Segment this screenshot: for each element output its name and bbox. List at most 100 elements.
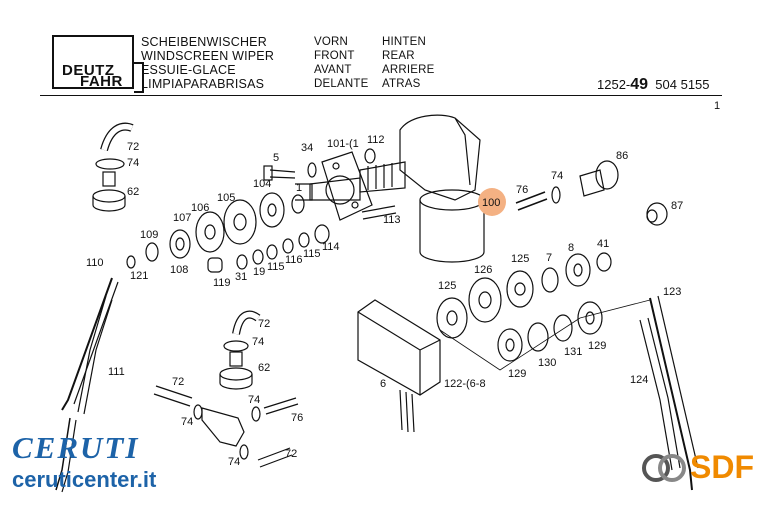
label-62-mid: 62 — [258, 362, 271, 374]
label-115-b: 115 — [303, 248, 321, 260]
washer-109 — [145, 242, 159, 262]
bolt-113 — [361, 205, 397, 220]
position-column-rear: HINTEN REAR ARRIERE ATRAS — [382, 35, 435, 91]
code-suffix: 504 5155 — [655, 77, 710, 92]
label-74-mid: 74 — [252, 336, 265, 348]
washer-125a — [506, 270, 534, 308]
jet-62-mid-stem — [229, 351, 243, 367]
bush-114 — [314, 224, 330, 244]
title-spanish: LIMPIAPARABRISAS — [141, 77, 265, 91]
wiper-arm-111 — [61, 277, 113, 411]
washer-31 — [236, 254, 248, 270]
clamp-74-mid — [223, 340, 249, 352]
label-101: 101-(1 — [327, 138, 359, 150]
hose-72-bottom-right — [257, 447, 293, 468]
jet-62-mid-base — [219, 367, 253, 381]
washer-116 — [282, 238, 294, 254]
label-19: 19 — [253, 266, 266, 278]
code-prefix: 1252- — [597, 77, 631, 92]
label-104: 104 — [253, 178, 272, 190]
position-column-front: VORN FRONT AVANT DELANTE — [314, 35, 368, 91]
clip-74-right — [551, 186, 561, 204]
wheel-105 — [223, 199, 257, 245]
sdf-logo: SDF — [690, 449, 754, 485]
label-74-right: 74 — [551, 170, 564, 182]
mount-plate-101 — [321, 151, 373, 221]
washer-115b — [298, 232, 310, 248]
clamp-74-bottom — [239, 444, 249, 460]
label-119: 119 — [213, 277, 231, 289]
jet-62-top-base — [92, 189, 126, 203]
label-72-bottom-left: 72 — [172, 376, 185, 388]
label-72-bottom-right: 72 — [285, 448, 298, 460]
col1-es: DELANTE — [314, 78, 369, 90]
highlight-100 — [478, 188, 506, 216]
label-105: 105 — [217, 192, 236, 204]
label-7: 7 — [546, 252, 553, 264]
title-block: SCHEIBENWISCHER WINDSCREEN WIPER ESSUIE-… — [141, 35, 274, 91]
col1-fr: AVANT — [314, 64, 352, 76]
label-126: 126 — [474, 264, 493, 276]
label-87: 87 — [671, 200, 684, 212]
label-125-a: 125 — [511, 253, 530, 265]
ceruti-logo: CERUTI — [12, 430, 140, 465]
label-76: 76 — [516, 184, 529, 196]
washer-34 — [307, 162, 317, 178]
washer-115a — [266, 244, 278, 260]
knob-86 — [595, 160, 619, 190]
washer-129a — [497, 328, 523, 362]
label-110: 110 — [86, 257, 104, 269]
tee-connector — [201, 407, 245, 447]
col2-es: ATRAS — [382, 78, 421, 90]
label-131: 131 — [564, 346, 583, 358]
motor-cylinder-100 — [419, 200, 485, 263]
switch-box-6 — [357, 299, 441, 396]
col1-en: FRONT — [314, 50, 355, 62]
label-121: 121 — [130, 270, 149, 282]
bolt-5 — [269, 169, 296, 179]
label-41: 41 — [597, 238, 610, 250]
sdf-emblem-icon — [642, 454, 686, 482]
col2-fr: ARRIERE — [382, 64, 435, 76]
label-100: 100 — [482, 197, 501, 209]
washer-106 — [195, 211, 225, 253]
col2-de: HINTEN — [382, 36, 427, 48]
spindle-housing — [309, 177, 361, 201]
label-108: 108 — [170, 264, 189, 276]
label-112: 112 — [367, 134, 385, 146]
deutz-fahr-logo: DEUTZ FAHR — [52, 35, 134, 90]
label-115-a: 115 — [267, 261, 285, 273]
title-french: ESSUIE-GLACE — [141, 63, 236, 77]
hose-72-bottom-left — [153, 385, 193, 407]
worm-shaft — [359, 161, 406, 193]
title-german: SCHEIBENWISCHER — [141, 35, 267, 49]
label-86: 86 — [616, 150, 629, 162]
washer-19 — [252, 249, 264, 265]
nut-112 — [364, 148, 376, 164]
label-74-bottom: 74 — [228, 456, 241, 468]
label-31: 31 — [235, 271, 248, 283]
knob-86-stem — [579, 169, 605, 197]
title-english: WINDSCREEN WIPER — [141, 49, 275, 63]
wheel-126 — [468, 277, 502, 323]
label-114: 114 — [322, 241, 340, 253]
ceruti-site: ceruticenter.it — [12, 467, 157, 492]
label-125-b: 125 — [438, 280, 457, 292]
label-109: 109 — [140, 229, 159, 241]
hose-76-bottom — [263, 397, 299, 415]
label-74-bottom-left: 74 — [181, 416, 194, 428]
oring-131 — [553, 314, 573, 342]
label-76-bottom: 76 — [291, 412, 304, 424]
label-129-a: 129 — [508, 368, 527, 380]
label-124: 124 — [630, 374, 649, 386]
label-6: 6 — [380, 378, 387, 390]
logo-line-1: DEUTZ — [62, 62, 115, 79]
label-8: 8 — [568, 242, 575, 254]
spacer-1 — [291, 194, 305, 214]
label-106: 106 — [191, 202, 210, 214]
label-74-bottom-mid: 74 — [248, 394, 261, 406]
washer-7 — [541, 267, 559, 293]
label-5: 5 — [273, 152, 280, 164]
label-129-b: 129 — [588, 340, 607, 352]
label-62: 62 — [127, 186, 140, 198]
